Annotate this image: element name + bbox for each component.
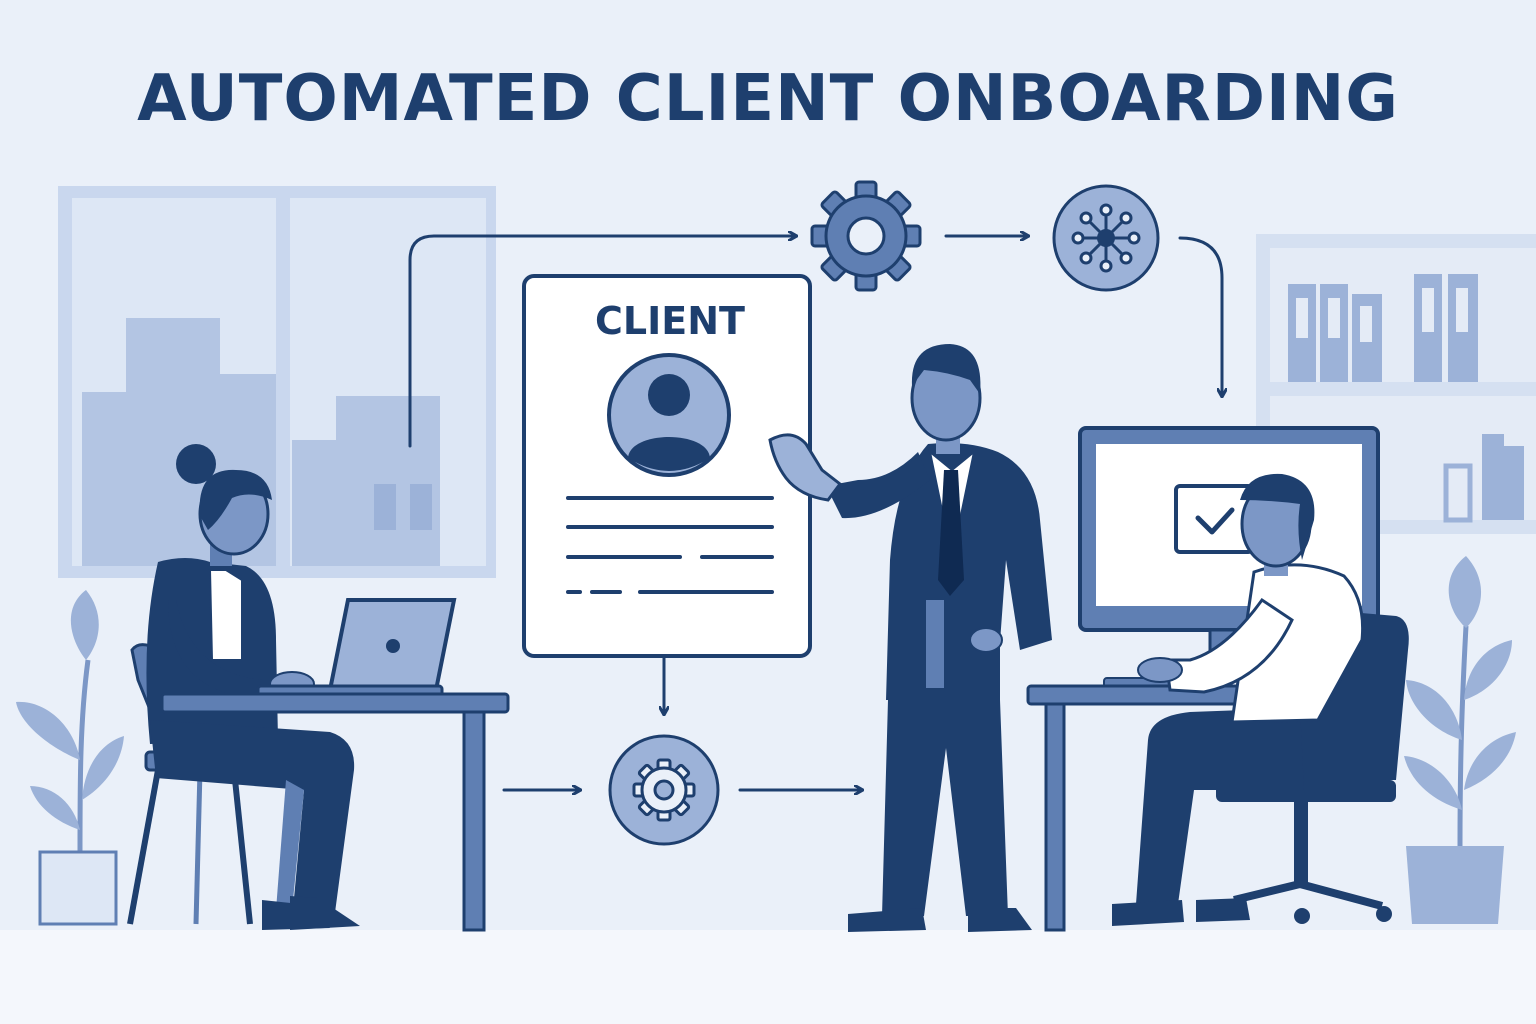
potted-plant-left bbox=[16, 590, 124, 926]
user-avatar-icon bbox=[607, 353, 731, 477]
network-hub-icon bbox=[1052, 184, 1160, 292]
binders bbox=[1288, 274, 1524, 523]
employee-at-computer bbox=[1026, 426, 1409, 932]
potted-plant-right bbox=[1404, 556, 1516, 924]
presenter bbox=[768, 344, 1052, 932]
client-details-lines bbox=[566, 496, 774, 594]
city-skyline bbox=[82, 318, 440, 566]
gear-icon bbox=[608, 734, 720, 846]
flow-arrow-network-down bbox=[1178, 236, 1222, 396]
flow-arrow-up-to-gear bbox=[408, 236, 796, 448]
checkmark-icon bbox=[1174, 484, 1254, 554]
desk-left bbox=[160, 692, 510, 932]
floor bbox=[0, 930, 1536, 1024]
client-card-heading: CLIENT bbox=[595, 299, 745, 343]
desk-right bbox=[1026, 684, 1286, 932]
office-window bbox=[58, 186, 496, 578]
client-card: CLIENT bbox=[522, 274, 812, 658]
process-flow-connectors bbox=[408, 236, 1222, 790]
page-title: AUTOMATED CLIENT ONBOARDING bbox=[137, 62, 1399, 136]
gear-icon bbox=[810, 180, 922, 292]
woman-at-laptop bbox=[127, 444, 510, 932]
